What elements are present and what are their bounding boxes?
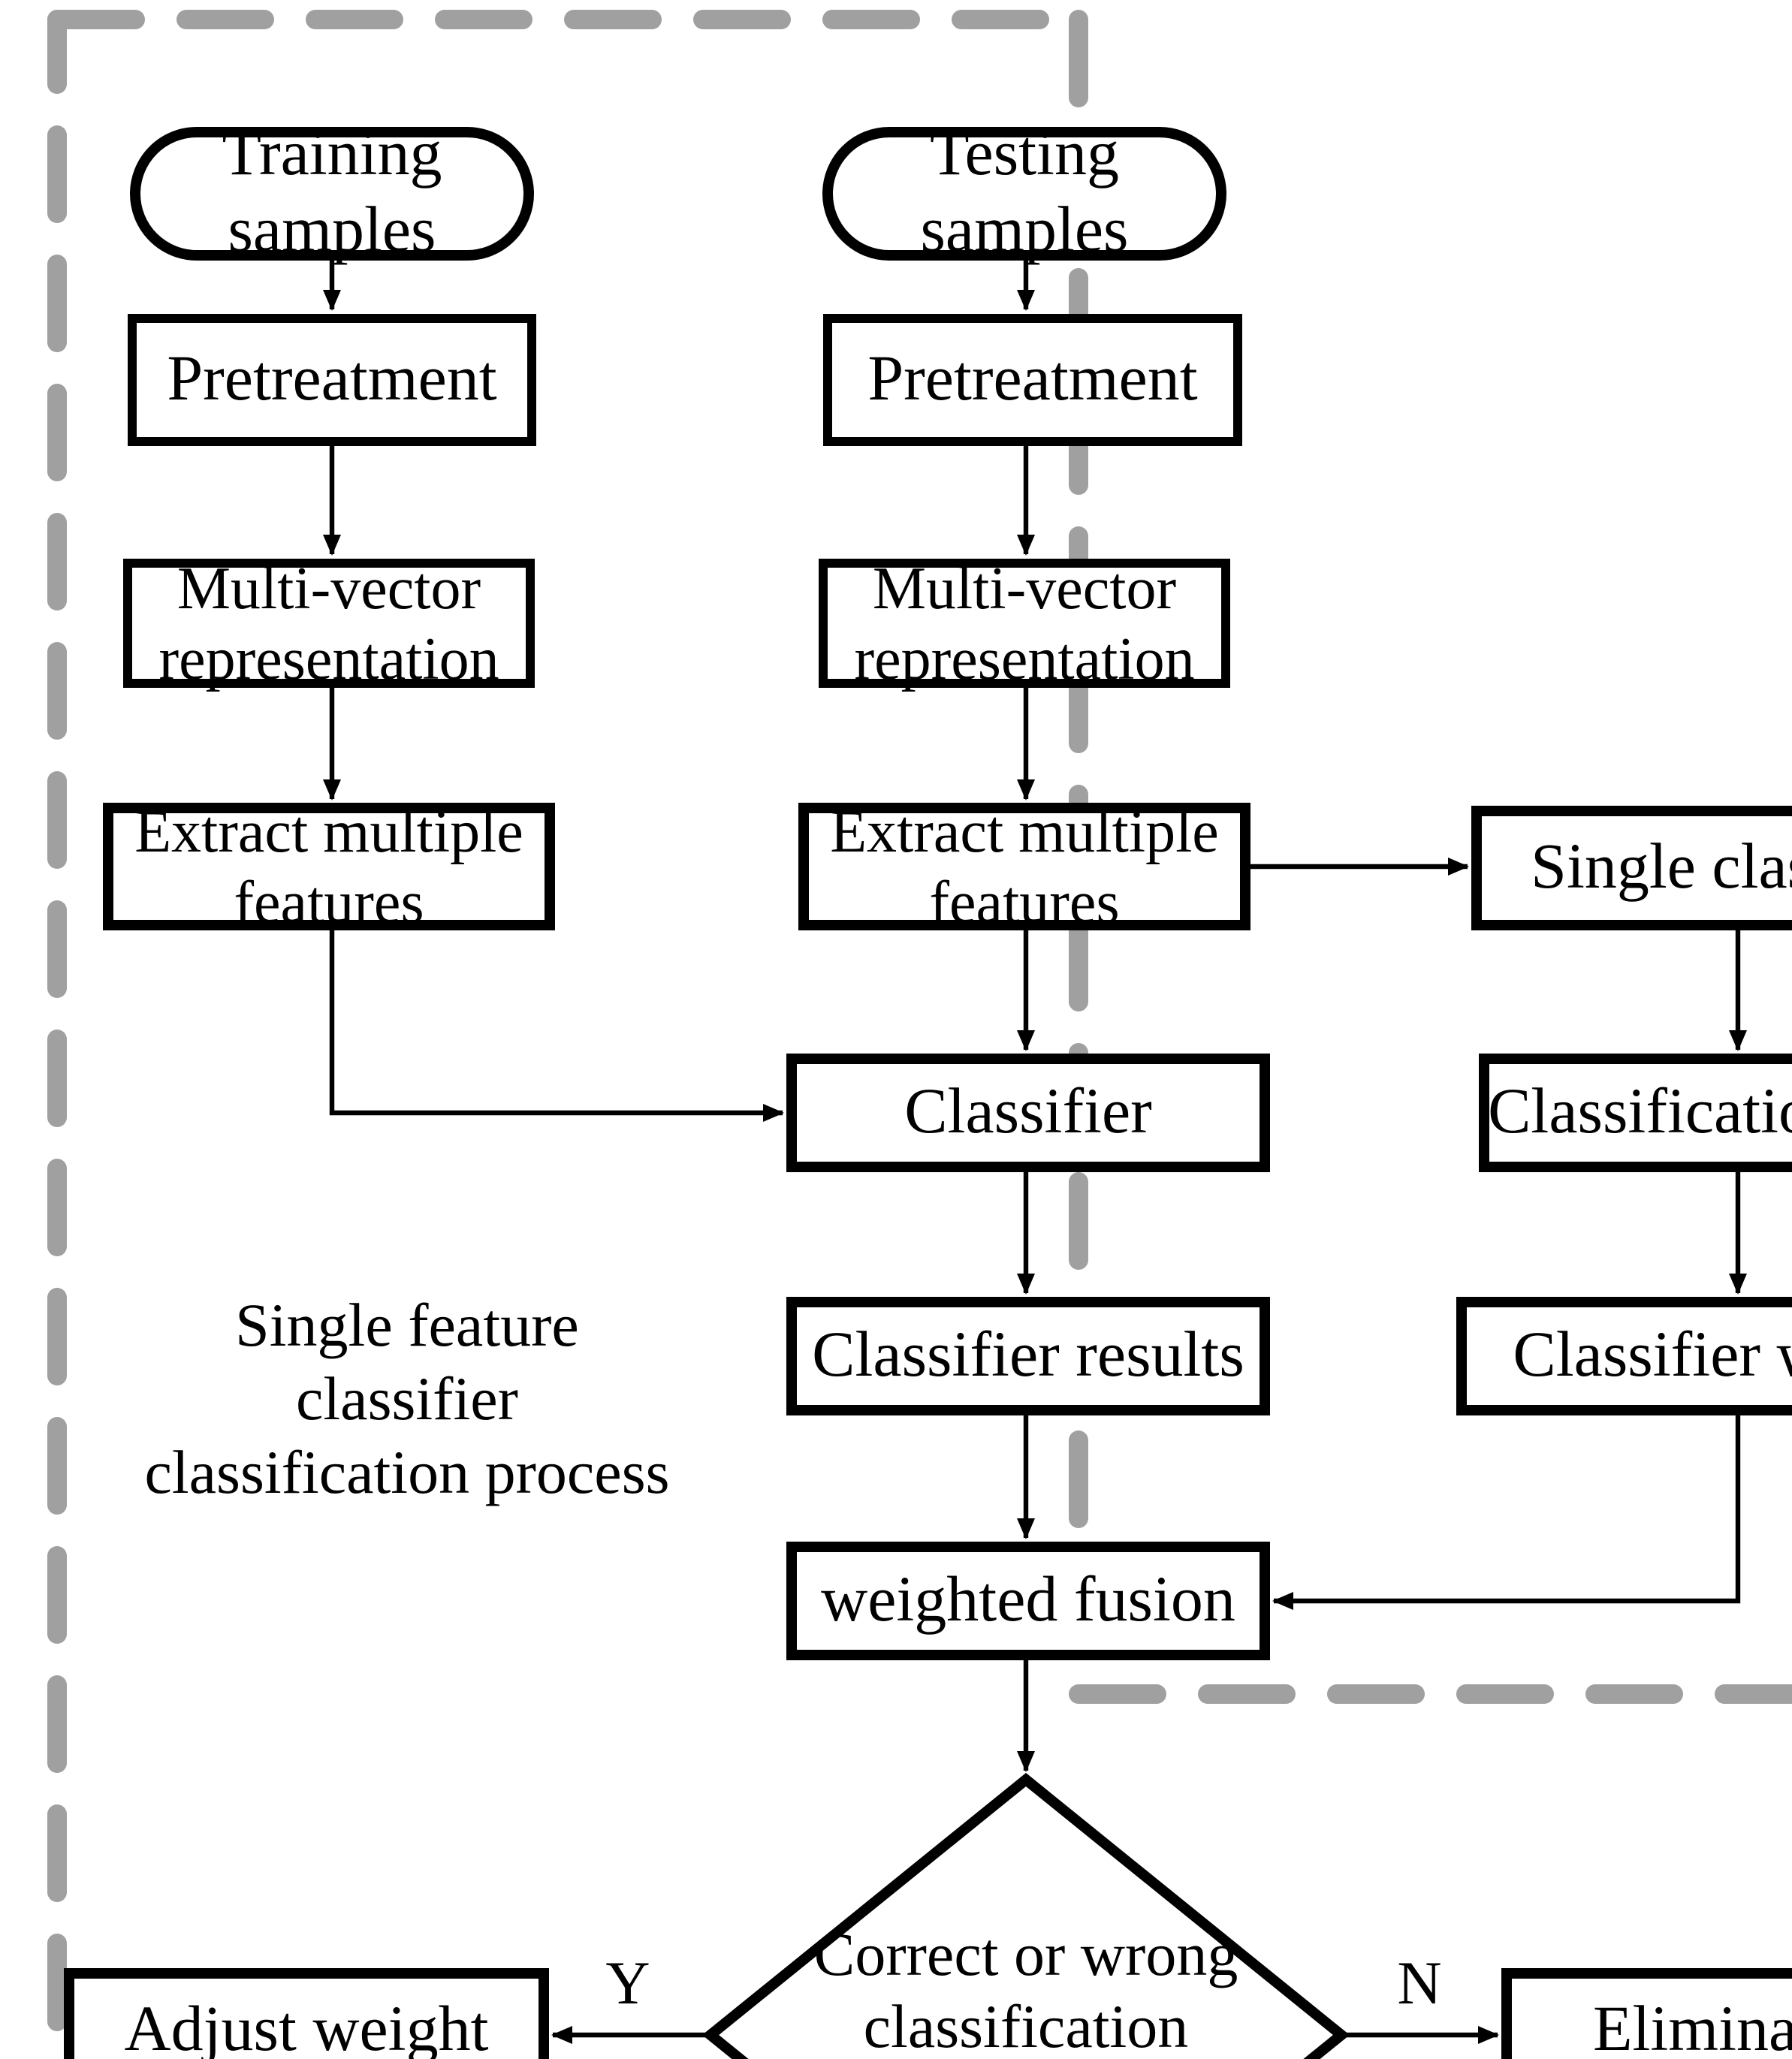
node-label-training-samples: Training samples bbox=[222, 119, 442, 266]
node-shape-multivector-test bbox=[819, 559, 1230, 688]
edge-extract-train-to-classifier bbox=[329, 925, 784, 1122]
node-label-extract-train: Extract multiple features bbox=[134, 797, 523, 936]
edge-classifier-weight-to-weighted-fusion bbox=[1272, 1410, 1741, 1610]
node-shape-classifier-weight bbox=[1456, 1297, 1792, 1415]
node-label-classifier-weight: Classifier weight bbox=[1513, 1319, 1792, 1391]
node-label-pretreatment-train: Pretreatment bbox=[167, 343, 497, 415]
node-shape-extract-test bbox=[798, 803, 1250, 930]
edge-layer bbox=[323, 255, 1747, 2044]
node-shape-pretreatment-test bbox=[823, 314, 1242, 446]
node-shape-decision bbox=[701, 1772, 1350, 2059]
node-label-weighted-fusion: weighted fusion bbox=[821, 1564, 1235, 1635]
edge-label-yes-branch: Y bbox=[605, 1948, 650, 2017]
node-shape-single-classifier bbox=[1471, 806, 1792, 930]
node-shape-elimination bbox=[1501, 1968, 1792, 2059]
node-label-classifier-results: Classifier results bbox=[812, 1319, 1244, 1391]
node-label-pretreatment-test: Pretreatment bbox=[867, 343, 1198, 415]
group-caption-single-feature: Single feature classifier classification… bbox=[144, 1290, 670, 1507]
node-shape-classifier-results bbox=[786, 1297, 1270, 1415]
edge-label-no-branch: N bbox=[1397, 1948, 1442, 2017]
node-shape-extract-train bbox=[103, 803, 555, 930]
node-shape-adjust-weight bbox=[64, 1968, 549, 2059]
node-label-multivector-test: Multi-vector representation bbox=[854, 553, 1195, 692]
node-label-testing-samples: Testing samples bbox=[920, 119, 1129, 266]
node-shape-classification-score bbox=[1479, 1054, 1792, 1172]
node-label-multivector-train: Multi-vector representation bbox=[158, 553, 499, 692]
node-label-classifier: Classifier bbox=[904, 1076, 1152, 1147]
node-label-single-classifier: Single classifier bbox=[1531, 831, 1792, 903]
node-label-decision: Correct or wrong classification bbox=[813, 1919, 1238, 2059]
node-label-elimination: Elimination bbox=[1592, 1994, 1792, 2059]
node-shape-multivector-train bbox=[123, 559, 535, 688]
node-label-classification-score: Classification score bbox=[1488, 1076, 1792, 1147]
node-label-adjust-weight: Adjust weight bbox=[124, 1994, 489, 2059]
node-label-extract-test: Extract multiple features bbox=[830, 797, 1219, 936]
